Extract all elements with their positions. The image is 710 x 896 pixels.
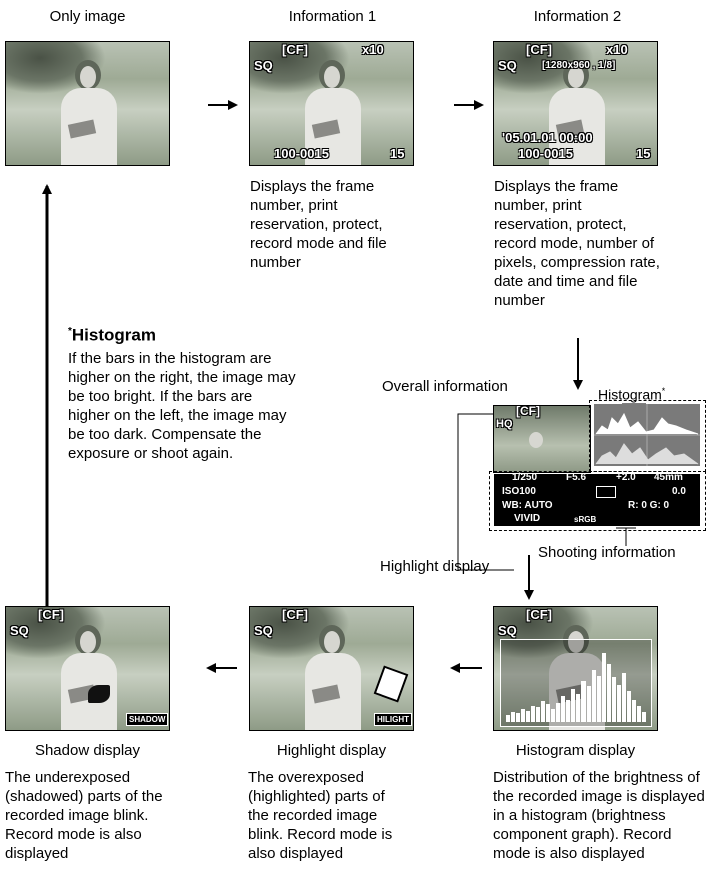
picture-mode: VIVID	[514, 513, 541, 524]
flash-icon	[596, 486, 616, 498]
print-copies: x10	[606, 42, 628, 57]
histogram-description: Distribution of the brightness of the re…	[493, 769, 705, 862]
card-label: [CF]	[282, 42, 308, 57]
histogram-graph	[594, 404, 700, 466]
title-information-1: Information 1	[288, 8, 377, 25]
record-mode: SQ	[498, 623, 517, 638]
shadow-tag: SHADOW	[126, 713, 169, 726]
histogram-note: *Histogram If the bars in the histogram …	[68, 322, 308, 463]
aperture: F5.6	[566, 472, 587, 483]
hilight-tag: HILIGHT	[374, 713, 412, 726]
record-mode: HQ	[496, 418, 513, 430]
histogram-bars	[506, 647, 646, 722]
overall-info-label: Overall information	[382, 378, 508, 395]
record-mode: SQ	[254, 623, 273, 638]
record-mode: SQ	[10, 623, 29, 638]
shooting-info-panel: 1/250 F5.6 +2.0 45mm ISO100 0.0 WB: AUTO…	[494, 472, 700, 526]
flash-comp: 0.0	[672, 486, 686, 497]
iso: ISO100	[502, 486, 536, 497]
focal-length: 45mm	[654, 472, 683, 483]
pixel-compression: [1280x960 , 1/8]	[542, 60, 616, 71]
title-information-2: Information 2	[533, 8, 622, 25]
information-2-description: Displays the frame number, print reserva…	[494, 178, 660, 309]
wb-adjust: R: 0 G: 0	[628, 500, 670, 511]
information-1-frame: [CF] x10 SQ 100-0015 15	[249, 41, 414, 166]
title-histogram-display: Histogram display	[515, 742, 636, 759]
frame-number: 15	[636, 146, 651, 161]
exposure-comp: +2.0	[616, 472, 636, 483]
histogram-display-frame: [CF] SQ	[493, 606, 658, 731]
shutter-speed: 1/250	[512, 472, 538, 483]
frame-number: 15	[390, 146, 405, 161]
histogram-note-body: If the bars in the histogram are higher …	[68, 349, 296, 462]
white-balance: WB: AUTO	[502, 500, 553, 511]
title-only-image: Only image	[49, 8, 126, 25]
card-label: [CF]	[526, 607, 552, 622]
card-label: [CF]	[526, 42, 552, 57]
histogram-note-star: *	[68, 326, 72, 337]
file-number: 100-0015	[518, 146, 573, 161]
card-label: [CF]	[38, 607, 64, 622]
record-mode: SQ	[254, 58, 273, 73]
highlight-display-label: Highlight display	[380, 558, 490, 575]
print-copies: x10	[362, 42, 384, 57]
card-label: [CF]	[282, 607, 308, 622]
shadow-display-frame: [CF] SQ SHADOW	[5, 606, 170, 731]
shadow-description: The underexposed (shadowed) parts of the…	[5, 769, 163, 862]
file-number: 100-0015	[274, 146, 329, 161]
record-mode: SQ	[498, 58, 517, 73]
histogram-label: Histogram*	[598, 386, 666, 403]
information-2-frame: [CF] x10 SQ [1280x960 , 1/8] '05.01.01 0…	[493, 41, 658, 166]
title-highlight-display: Highlight display	[276, 742, 387, 759]
highlight-description: The overexposed (highlighted) parts of t…	[248, 769, 393, 862]
date-time: '05.01.01 00:00	[502, 130, 593, 145]
information-1-description: Displays the frame number, print reserva…	[250, 178, 387, 271]
highlight-display-frame: [CF] SQ HILIGHT	[249, 606, 414, 731]
overall-thumbnail: [CF] HQ	[493, 405, 591, 473]
card-label: [CF]	[516, 405, 540, 418]
title-shadow-display: Shadow display	[34, 742, 141, 759]
shooting-info-dashed-box	[489, 471, 706, 531]
shooting-info-label: Shooting information	[538, 544, 676, 561]
only-image-frame	[5, 41, 170, 166]
histogram-note-heading: Histogram	[71, 325, 156, 345]
color-space: sRGB	[574, 515, 597, 524]
